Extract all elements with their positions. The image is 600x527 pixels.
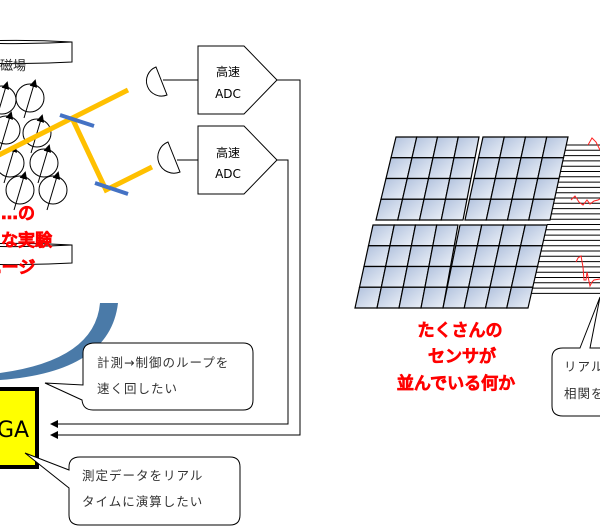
sensor-cell [532,177,560,200]
sensor-cell [541,136,569,159]
spin-icon [0,111,21,151]
signal-wire-1 [50,79,301,439]
callout-loop: 計測→制御のループを 速く回したい [44,342,254,411]
sensor-cell [515,245,544,268]
sensor-caption-line-1: たくさんの [418,321,503,341]
mirror-1 [59,113,95,128]
sensor-cell [449,157,476,180]
adc-block-2: 高速 ADC [197,125,278,195]
fpga-label: GA [0,418,29,443]
laser-beam [0,87,154,194]
sensor-panel [354,224,459,309]
fpga-block [0,387,39,469]
signal-wire-2 [50,159,289,428]
sensor-cell [440,198,468,221]
svg-text:リアル: リアル [564,359,600,374]
spin-icon [5,171,35,211]
photodetector-1-icon [145,66,168,97]
spin-icon [38,171,68,211]
red-caption-line-2: …な実験 [0,230,53,251]
svg-text:測定データをリアル: 測定データをリアル [82,468,203,483]
sensor-panel [464,136,569,221]
red-caption-line-3: …ージ [0,258,35,278]
sensor-cell [444,177,472,200]
sensor-wires [531,144,600,294]
svg-text:計測→制御のループを: 計測→制御のループを [97,355,229,370]
sensor-cell [432,224,459,247]
sensor-cell [510,265,539,288]
callout-realtime: 測定データをリアル タイムに演算したい [24,452,241,526]
svg-text:速く回したい: 速く回したい [97,381,178,396]
spin-icon [0,81,17,115]
svg-text:高速: 高速 [216,145,240,160]
magnet-cylinder-top [0,40,73,64]
feedback-arc [0,303,118,380]
sensor-cell [428,245,455,268]
svg-text:高速: 高速 [216,64,240,79]
svg-text:ADC: ADC [215,87,241,101]
sensor-panel-array [354,136,569,309]
sensor-cell [424,265,452,288]
callout-correlation: リアル 相関を [551,296,600,417]
photodetector-2-icon [157,141,181,174]
sensor-cell [506,286,534,309]
magnetic-field-label: 磁場 [0,59,26,74]
svg-text:タイムに演算したい: タイムに演算したい [82,494,203,509]
spin-array [0,79,68,211]
sensor-cell [519,224,548,247]
magnet-cylinder-bottom [0,243,73,265]
spin-icon [15,79,45,119]
spin-icon [29,144,59,184]
mirror-2 [94,181,129,196]
sensor-panel [442,224,548,309]
spin-icon [0,144,25,184]
sensor-caption-line-2: センサが [428,346,496,367]
sensor-cell [528,198,556,221]
sensor-cell [420,286,448,309]
sensor-panel [375,136,480,221]
adc-block-1: 高速 ADC [197,45,278,115]
red-caption-line-1: …の [1,204,35,224]
sensor-cell [453,136,480,159]
svg-text:ADC: ADC [215,167,241,181]
sensor-cell [537,157,565,180]
signal-waveforms [570,137,600,288]
svg-text:相関を: 相関を [564,386,600,401]
sensor-caption-line-3: 並んでいる何か [397,373,515,394]
